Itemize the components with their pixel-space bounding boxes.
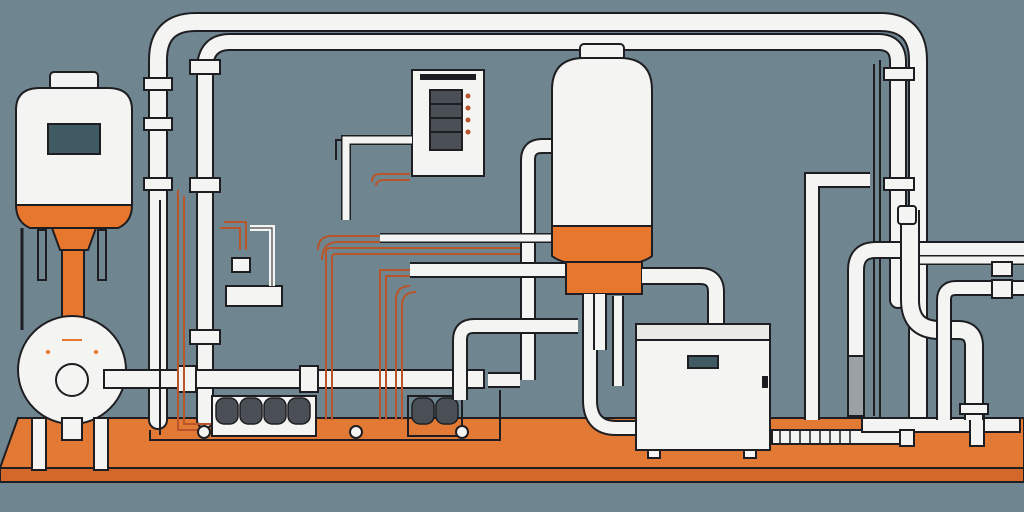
boiler-unit [635, 323, 771, 459]
right-valve-assembly [804, 172, 1024, 420]
left-pump [17, 315, 127, 471]
junction-box [225, 225, 283, 307]
control-panel [341, 69, 485, 220]
central-risers [380, 138, 620, 400]
pump-port [55, 363, 89, 397]
central-storage-tank [551, 43, 725, 436]
top-pipe-loop [148, 12, 928, 430]
copper-tubing [177, 173, 520, 431]
coil-manifold [197, 395, 469, 439]
panel-display [429, 89, 463, 151]
boiler-display [687, 355, 719, 369]
tank-display [47, 123, 101, 155]
pipe-couplings [143, 59, 915, 345]
left-storage-tank [14, 71, 134, 330]
lower-supply-pipe [103, 365, 485, 393]
valve-fittings [847, 205, 1013, 417]
